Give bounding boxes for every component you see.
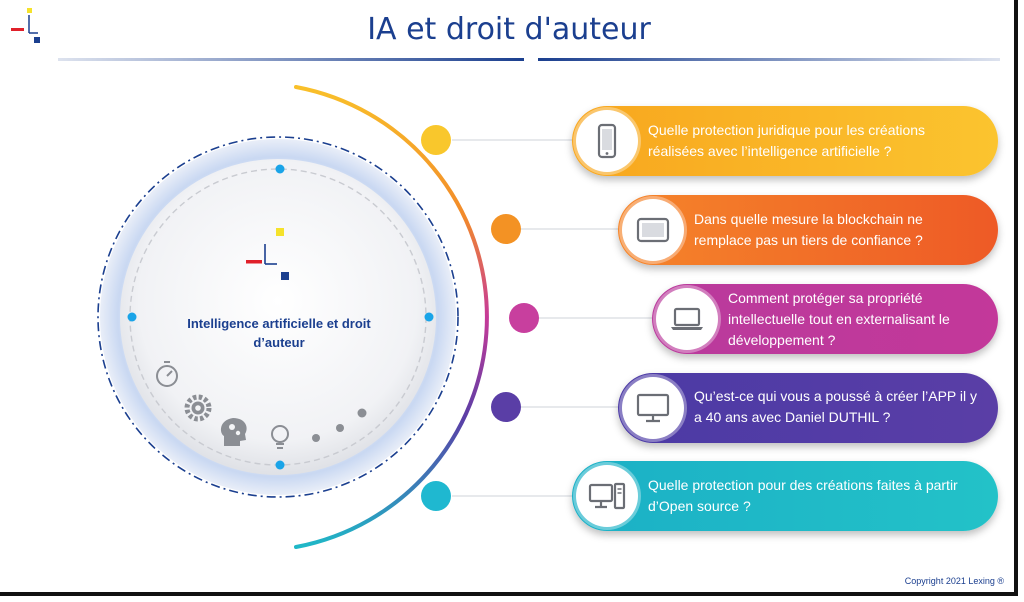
question-card-4[interactable]: Qu’est-ce qui vous a poussé à créer l’AP… [618,373,998,443]
question-card-3[interactable]: Comment protéger sa propriété intellectu… [652,284,998,354]
title-divider-left [58,58,524,61]
center-logo [246,228,289,280]
gradient-arc [294,85,489,549]
ring-dots [127,164,434,470]
center-label: Intelligence artificielle et droit d’aut… [187,316,371,350]
lightbulb-icon [271,425,289,449]
arc-node-2 [491,214,521,244]
connector-lines [452,139,670,497]
gear-icon [184,394,212,422]
lexing-logo [11,8,40,43]
copyright-footer: Copyright 2021 Lexing ® [904,576,1004,586]
question-card-2[interactable]: Dans quelle mesure la blockchain ne remp… [618,195,998,265]
question-text-3: Comment protéger sa propriété intellectu… [728,289,950,348]
laptop-icon [671,307,703,330]
arc-node-1 [421,125,451,155]
title-divider-right [538,58,1000,61]
arc-node-4 [491,392,521,422]
progress-dots [312,408,367,442]
monitor-icon [636,393,670,423]
question-text-2: Dans quelle mesure la blockchain ne remp… [694,211,923,248]
outer-dashdot-ring [97,136,459,498]
question-text-4: Qu’est-ce qui vous a poussé à créer l’AP… [694,388,977,425]
question-card-5[interactable]: Quelle protection pour des créations fai… [572,461,998,531]
arc-node-3 [509,303,539,333]
smartphone-icon [597,123,617,159]
tablet-icon [636,217,670,243]
arc-node-5 [421,481,451,511]
head-gears-icon [220,418,247,446]
question-card-1[interactable]: Quelle protection juridique pour les cré… [572,106,998,176]
question-text-5: Quelle protection pour des créations fai… [648,477,958,514]
question-text-1: Quelle protection juridique pour les cré… [648,122,926,159]
page-title: IA et droit d'auteur [367,12,651,47]
stopwatch-icon [156,361,178,387]
desktop-computer-icon [588,482,626,510]
